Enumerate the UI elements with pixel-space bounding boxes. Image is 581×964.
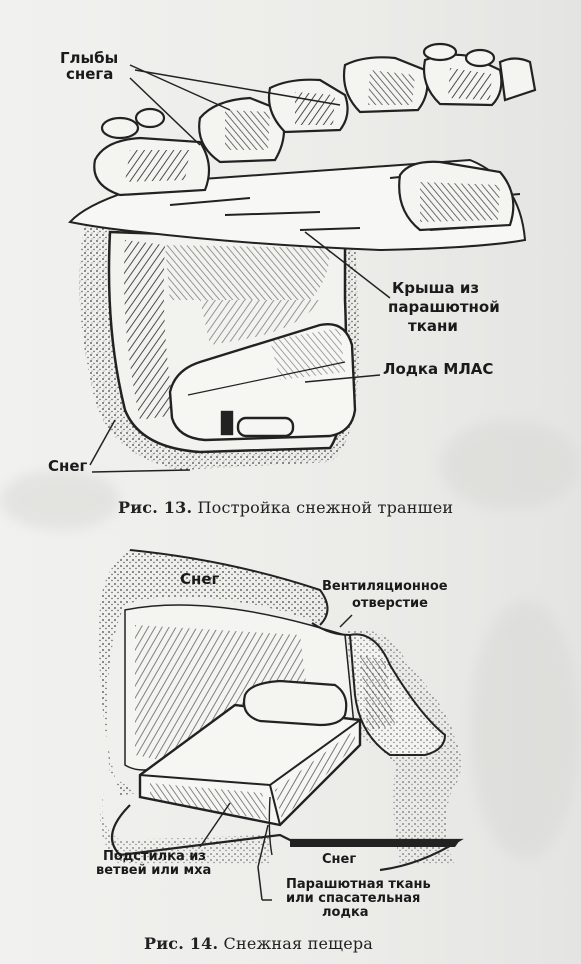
caption-14-prefix: Рис. 14.: [144, 934, 218, 953]
label-cloth-1: Парашютная ткань: [286, 878, 431, 892]
caption-13-text: Постройка снежной траншеи: [198, 498, 454, 517]
figure-13-caption: Рис. 13. Постройка снежной траншеи: [118, 498, 453, 517]
label-roof-3: ткани: [408, 318, 458, 335]
label-vent-2: отверстие: [352, 597, 428, 611]
label-cloth-3: лодка: [322, 906, 369, 920]
label-roof-2: парашютной: [388, 299, 500, 316]
label-snow: Снег: [48, 458, 87, 475]
label-bedding-2: ветвей или мха: [96, 864, 211, 878]
caption-14-text: Снежная пещера: [224, 934, 374, 953]
pillow: [244, 681, 346, 725]
label-vent-1: Вентиляционное: [322, 580, 448, 594]
label-bedding-1: Подстилка из: [103, 850, 206, 864]
caption-13-prefix: Рис. 13.: [118, 498, 192, 517]
label-boat: Лодка МЛАС: [383, 361, 493, 378]
label-cloth-2: или спасательная: [286, 892, 420, 906]
figure-14-caption: Рис. 14. Снежная пещера: [144, 934, 373, 953]
label-snow-blocks-2: снега: [66, 66, 113, 83]
label-snow-top: Снег: [180, 571, 219, 588]
label-roof-1: Крыша из: [392, 280, 479, 297]
label-snow-bottom: Снег: [322, 853, 356, 867]
